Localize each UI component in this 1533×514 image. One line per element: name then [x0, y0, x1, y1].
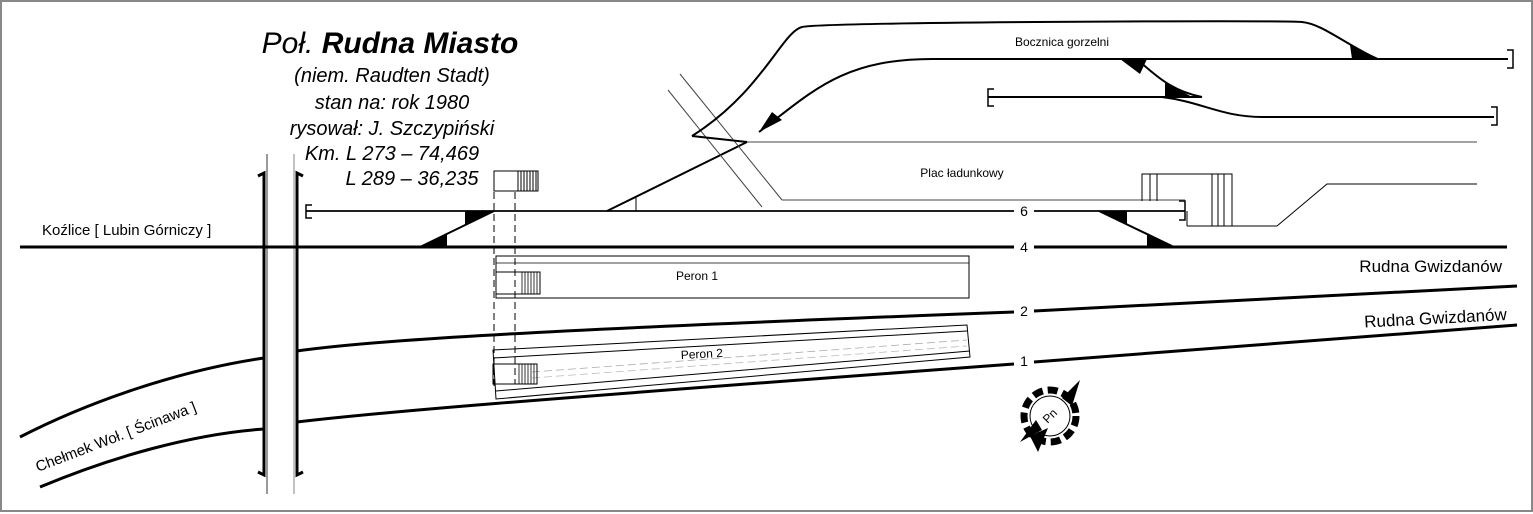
platform-2 — [492, 324, 971, 400]
track-number-1: 1 — [1020, 353, 1028, 369]
km-line-289: L 289 – 36,235 — [345, 168, 479, 190]
pedestrian-underpass — [493, 192, 516, 387]
direction-chelmek: Chełmek Woł. [ Ścinawa ] — [33, 398, 199, 476]
switch-crossover-west — [419, 210, 495, 248]
direction-kozlice: Koźlice [ Lubin Górniczy ] — [42, 222, 211, 239]
underpass-entrance-north — [493, 170, 539, 192]
viaduct — [257, 154, 304, 494]
track-number-4: 4 — [1020, 239, 1028, 255]
platform-1 — [495, 255, 970, 299]
track-2 — [19, 284, 1518, 439]
switch-crossover-east — [1098, 210, 1175, 248]
platform-2-stairs — [518, 364, 535, 384]
siding-switches — [759, 45, 1380, 132]
track-number-6: 6 — [1020, 203, 1028, 219]
platform-1-label: Peron 1 — [676, 269, 718, 283]
siding-buffers — [987, 49, 1514, 126]
platform-2-label: Peron 2 — [680, 346, 723, 362]
platform-1-stairs — [521, 272, 538, 294]
direction-rudna-gwizdanow-4: Rudna Gwizdanów — [1359, 257, 1502, 276]
state-year: stan na: rok 1980 — [315, 92, 470, 114]
track-6 — [305, 200, 1186, 221]
author: rysował: J. Szczypiński — [290, 118, 495, 140]
station-title: Poł. Rudna Miasto — [262, 27, 519, 60]
track-number-2: 2 — [1020, 303, 1028, 319]
road-lines — [667, 73, 1477, 208]
siding-label: Bocznica gorzelni — [1015, 35, 1109, 49]
loading-yard-label: Plac ładunkowy — [920, 166, 1003, 180]
track-1 — [39, 323, 1518, 489]
north-compass-icon: Pn — [1020, 380, 1080, 452]
siding-connector — [606, 141, 748, 212]
german-name: (niem. Raudten Stadt) — [294, 65, 490, 87]
km-line-273: Km. L 273 – 74,469 — [305, 143, 479, 165]
loading-ramp — [1141, 173, 1477, 227]
